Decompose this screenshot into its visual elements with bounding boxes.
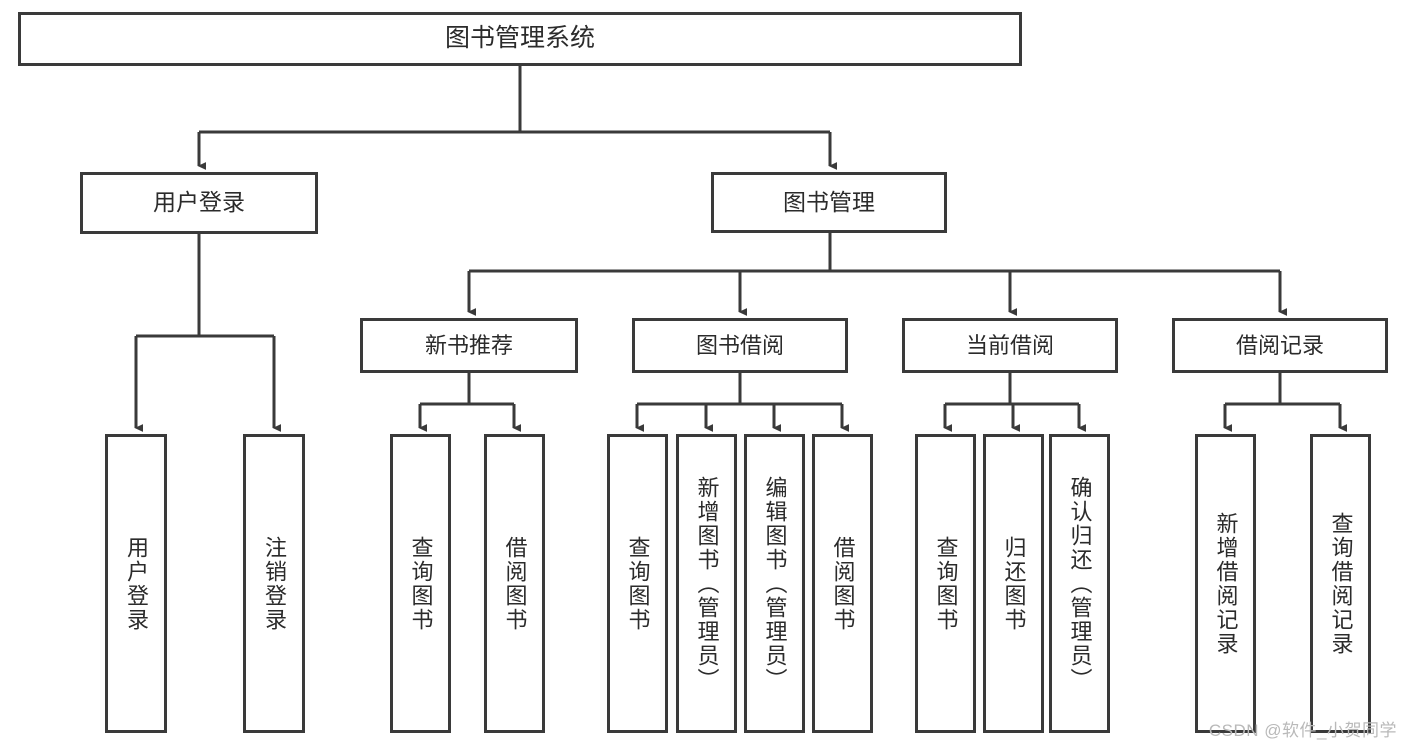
- watermark-text: CSDN @软件_小贺同学: [1208, 721, 1397, 740]
- node-label: 当前借阅: [965, 332, 1054, 358]
- leaf-book-borrow-edit[interactable]: 编辑图书（管理员）: [744, 434, 805, 733]
- node-label: 归还图书: [1001, 535, 1027, 632]
- leaf-borrow-record-query[interactable]: 查询借阅记录: [1310, 434, 1371, 733]
- leaf-book-borrow-query[interactable]: 查询图书: [607, 434, 668, 733]
- node-book-management[interactable]: 图书管理: [711, 172, 947, 233]
- leaf-current-borrow-confirm-return[interactable]: 确认归还（管理员）: [1049, 434, 1110, 733]
- leaf-new-book-borrow[interactable]: 借阅图书: [484, 434, 545, 733]
- node-label: 查询图书: [625, 535, 651, 632]
- node-user-login[interactable]: 用户登录: [80, 172, 318, 234]
- node-label: 图书管理: [783, 188, 875, 215]
- node-label: 查询图书: [408, 535, 434, 632]
- leaf-borrow-record-add[interactable]: 新增借阅记录: [1195, 434, 1256, 733]
- node-label: 借阅记录: [1235, 332, 1324, 358]
- node-label: 查询借阅记录: [1328, 511, 1354, 656]
- node-label: 借阅图书: [830, 535, 856, 632]
- node-book-borrow[interactable]: 图书借阅: [632, 318, 848, 373]
- leaf-book-borrow-borrow[interactable]: 借阅图书: [812, 434, 873, 733]
- node-label: 新增图书（管理员）: [694, 475, 720, 692]
- node-label: 用户登录: [153, 189, 245, 216]
- node-borrow-record[interactable]: 借阅记录: [1172, 318, 1388, 373]
- node-label: 图书管理系统: [444, 24, 595, 53]
- node-label: 注销登录: [262, 535, 287, 632]
- leaf-user-login-logout[interactable]: 注销登录: [243, 434, 305, 733]
- node-label: 确认归还（管理员）: [1067, 475, 1093, 692]
- node-label: 图书借阅: [695, 332, 784, 358]
- node-label: 借阅图书: [502, 535, 528, 632]
- leaf-user-login-login[interactable]: 用户登录: [105, 434, 167, 733]
- node-label: 编辑图书（管理员）: [762, 475, 788, 692]
- node-label: 新书推荐: [424, 332, 513, 358]
- node-label: 用户登录: [124, 535, 149, 632]
- node-root-book-management-system[interactable]: 图书管理系统: [18, 12, 1022, 66]
- leaf-new-book-query[interactable]: 查询图书: [390, 434, 451, 733]
- node-label: 查询图书: [933, 535, 959, 632]
- leaf-current-borrow-query[interactable]: 查询图书: [915, 434, 976, 733]
- leaf-current-borrow-return[interactable]: 归还图书: [983, 434, 1044, 733]
- node-new-book-recommend[interactable]: 新书推荐: [360, 318, 578, 373]
- node-label: 新增借阅记录: [1213, 511, 1239, 656]
- leaf-book-borrow-add[interactable]: 新增图书（管理员）: [676, 434, 737, 733]
- node-current-borrow[interactable]: 当前借阅: [902, 318, 1118, 373]
